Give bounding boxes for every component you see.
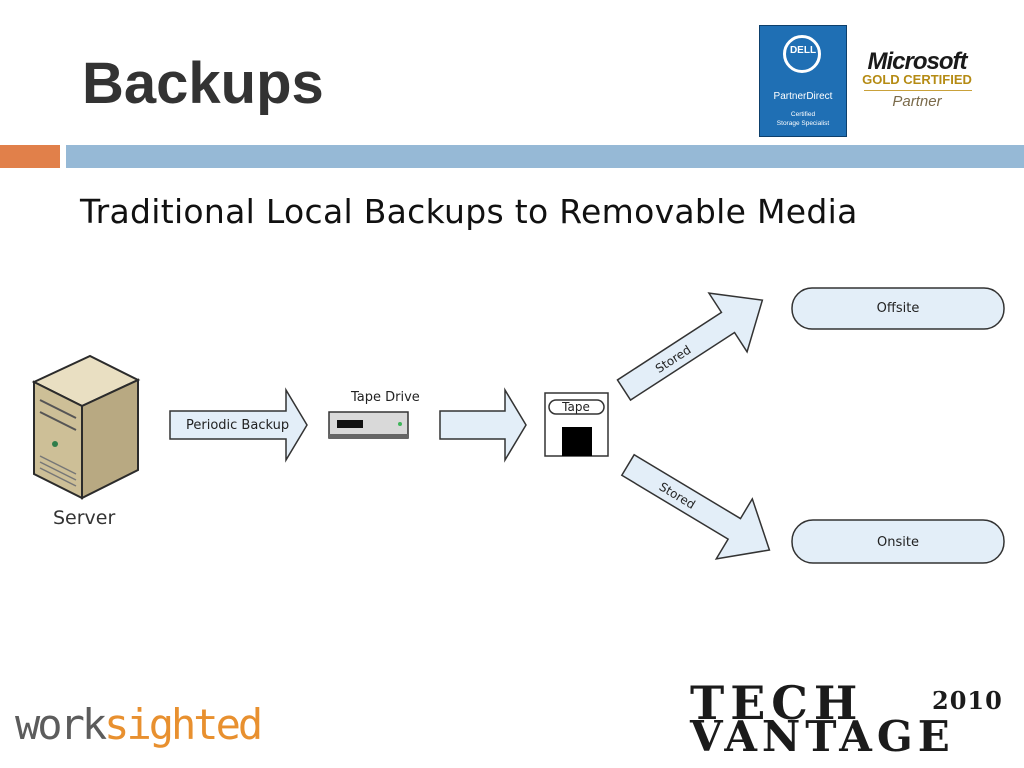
server-icon	[31, 354, 141, 500]
microsoft-partner-logo: Microsoft GOLD CERTIFIED Partner	[858, 48, 976, 118]
worksighted-work: work	[15, 700, 107, 749]
periodic-backup-arrow	[169, 387, 308, 463]
tech-vantage-line1: TECH	[690, 676, 864, 730]
onsite-box	[791, 519, 1005, 564]
slide-subtitle: Traditional Local Backups to Removable M…	[80, 192, 858, 231]
offsite-label: Offsite	[877, 301, 920, 316]
microsoft-tier: GOLD CERTIFIED	[862, 72, 972, 87]
worksighted-logo: worksighted	[15, 700, 263, 749]
server-label: Server	[53, 507, 115, 529]
to-tape-arrow	[439, 387, 527, 463]
accent-bar-orange	[0, 145, 60, 168]
tape-drive-label: Tape Drive	[350, 390, 420, 405]
dell-wordmark: DELL	[789, 45, 817, 56]
stored-upper-arrow: Stored	[616, 292, 764, 402]
microsoft-divider	[864, 90, 972, 91]
periodic-backup-label: Periodic Backup	[186, 418, 289, 433]
worksighted-sighted: sighted	[104, 700, 263, 749]
microsoft-partner-label: Partner	[892, 93, 942, 110]
dell-partner-logo: DELL PartnerDirect Certified Storage Spe…	[759, 25, 847, 137]
dell-program-label: PartnerDirect	[773, 91, 833, 102]
tape-label: Tape	[561, 400, 590, 414]
microsoft-wordmark: Microsoft	[867, 48, 968, 75]
stored-lower-arrow: Stored	[620, 453, 771, 560]
dell-cert-line1: Certified	[790, 111, 816, 118]
offsite-box	[791, 287, 1005, 330]
tape-drive-icon	[328, 411, 409, 439]
accent-bar-blue	[66, 145, 1024, 168]
dell-certification: Certified Storage Specialist	[760, 110, 846, 128]
tape-icon	[544, 392, 609, 457]
slide-title: Backups	[82, 51, 324, 116]
onsite-label: Onsite	[877, 535, 919, 550]
tech-vantage-logo: TECH 2010 VANTAGE	[690, 676, 1008, 761]
dell-circle-icon	[783, 35, 821, 73]
tech-vantage-year: 2010	[932, 686, 1003, 715]
tech-vantage-line2: VANTAGE	[690, 712, 955, 761]
dell-cert-line2: Storage Specialist	[776, 120, 830, 127]
